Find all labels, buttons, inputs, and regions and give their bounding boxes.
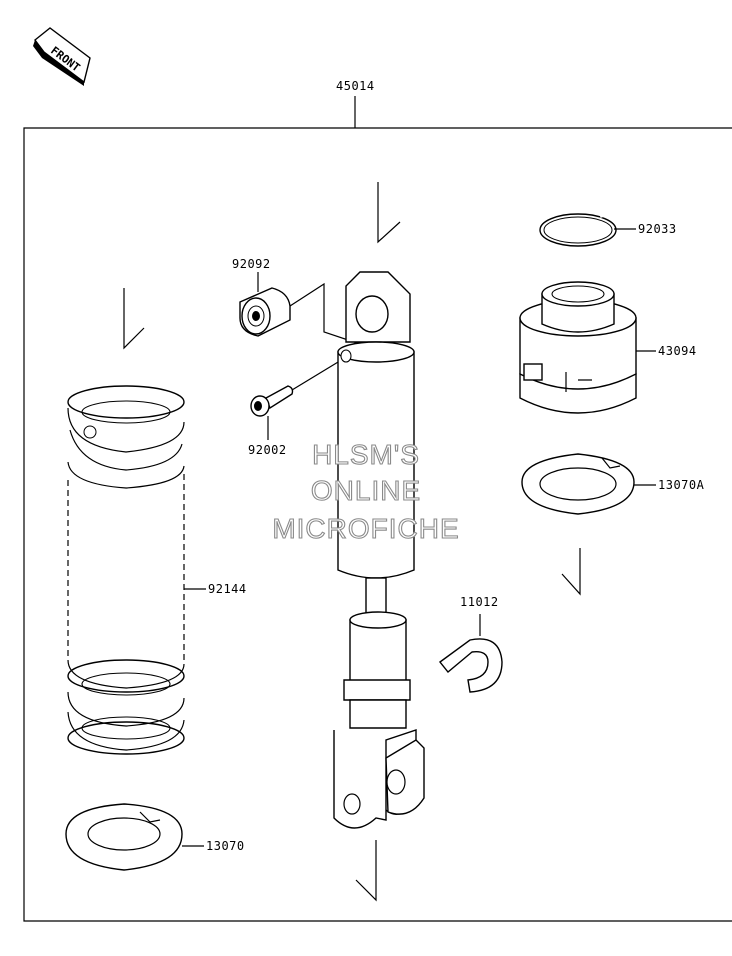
watermark-line-2: ONLINE — [311, 475, 421, 506]
part-92144-coil-spring — [67, 385, 185, 755]
label-11012: 11012 — [460, 595, 499, 609]
label-92144: 92144 — [208, 582, 247, 596]
label-13070A: 13070A — [658, 478, 705, 492]
label-92033: 92033 — [638, 222, 677, 236]
part-92002-bolt — [250, 385, 294, 417]
shock-absorber-body — [333, 271, 425, 829]
break-mark — [355, 840, 377, 902]
part-92033-snap-ring — [539, 212, 617, 247]
part-13070A-spring-seat — [521, 453, 635, 515]
part-11012-clip — [438, 638, 503, 693]
break-mark — [377, 182, 401, 244]
break-mark — [561, 548, 581, 596]
label-92092: 92092 — [232, 257, 271, 271]
part-92092-bushing — [239, 287, 291, 337]
leader-92092-to-eye — [289, 282, 361, 345]
watermark: HLSM'S ONLINE MICROFICHE — [272, 438, 459, 544]
watermark-line-1: HLSM'S — [312, 439, 420, 470]
assembly-bracket — [23, 127, 732, 922]
label-13070: 13070 — [206, 839, 245, 853]
part-43094-adjuster — [519, 281, 637, 414]
label-92002: 92002 — [248, 443, 287, 457]
front-arrow-badge: FRONT — [33, 27, 91, 86]
label-43094: 43094 — [658, 344, 697, 358]
assembly-number: 45014 — [336, 79, 375, 93]
part-13070-spring-seat — [65, 803, 183, 871]
watermark-line-3: MICROFICHE — [272, 513, 459, 544]
break-mark — [123, 288, 145, 350]
